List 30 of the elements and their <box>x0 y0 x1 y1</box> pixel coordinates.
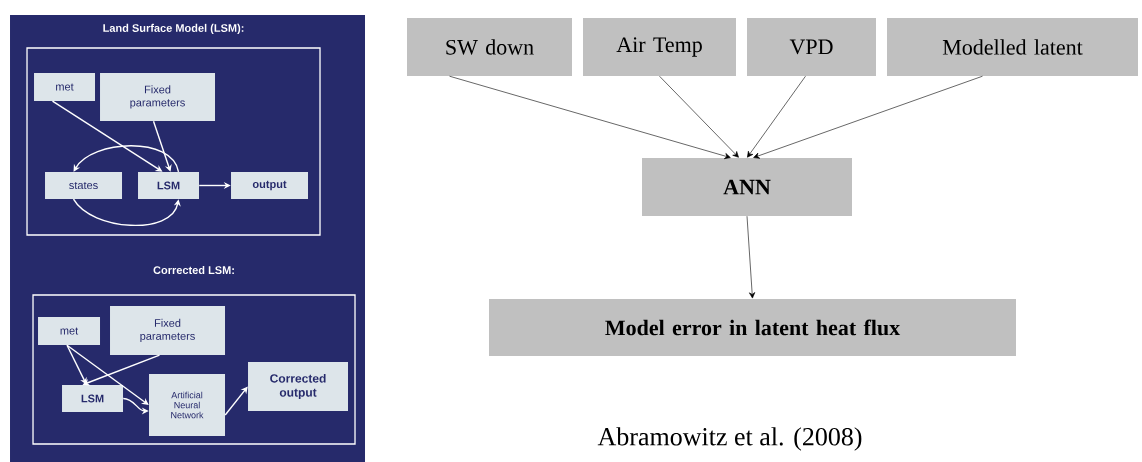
process-box: Air Temp <box>583 18 736 76</box>
process-box: SW down <box>407 18 572 76</box>
arrow <box>152 120 172 172</box>
process-box: states <box>45 172 122 199</box>
node-label: Land Surface Model (LSM): <box>103 23 244 35</box>
process-box: met <box>34 73 95 101</box>
arrow <box>66 344 149 405</box>
process-box: Fixed parameters <box>100 73 215 121</box>
arrow <box>746 215 756 299</box>
arrow <box>72 198 181 226</box>
arrow <box>659 75 739 158</box>
arrow <box>753 75 983 159</box>
process-box: Artificial Neural Network <box>149 374 225 436</box>
arrow <box>73 145 180 173</box>
process-box: LSM <box>138 172 199 199</box>
process-box: VPD <box>747 18 876 76</box>
arrow <box>449 75 731 160</box>
node-label: Corrected LSM: <box>153 265 234 275</box>
process-box: Modelled latent <box>887 18 1138 76</box>
arrow <box>66 344 87 385</box>
process-box: Model error in latent heat flux <box>489 299 1016 356</box>
process-box: Corrected output <box>248 362 348 411</box>
arrow <box>224 386 248 416</box>
process-box: LSM <box>62 385 123 412</box>
process-box: met <box>38 317 100 345</box>
process-box: ANN <box>642 158 852 216</box>
process-box: Fixed parameters <box>110 306 225 355</box>
arrow <box>747 75 806 158</box>
process-box: output <box>231 172 308 199</box>
citation: Abramowitz et al. (2008) <box>597 427 862 451</box>
